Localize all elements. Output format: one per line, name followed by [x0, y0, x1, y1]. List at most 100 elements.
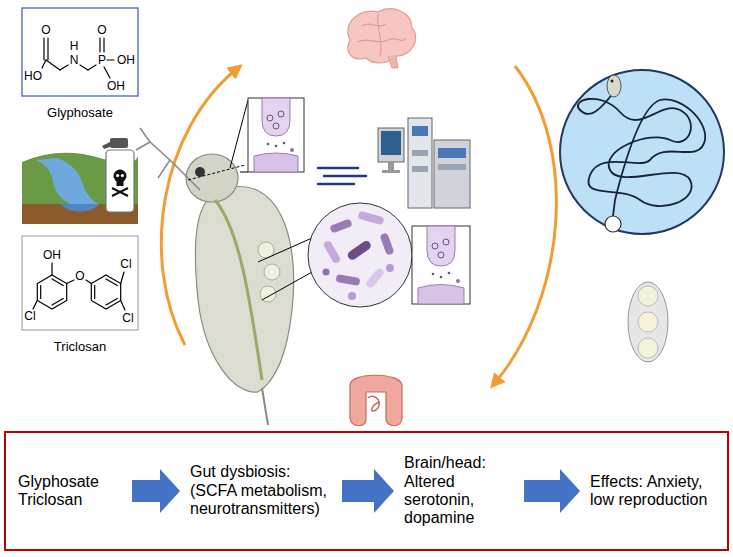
triclosan-structure [40, 286, 41, 299]
block-arrow [132, 469, 180, 513]
flow-step: Brain/head: Altered serotonin, dopamine [400, 452, 518, 530]
microbiome-inset [379, 232, 394, 255]
microbiome-inset [365, 267, 385, 289]
synapse-inset [267, 143, 270, 146]
brain-icon [348, 9, 416, 68]
triclosan-structure [51, 263, 52, 275]
triclosan-structure [94, 286, 95, 299]
river-scene [22, 128, 138, 226]
synapse-inset [438, 252, 444, 258]
synapse-inset [448, 272, 451, 275]
flow-step: Glyphosate Triclosan [14, 471, 126, 512]
atom-label: O [97, 24, 106, 36]
microbiome-inset [262, 272, 312, 300]
glyphosate-structure [88, 65, 96, 70]
lab-instrument [438, 164, 466, 170]
block-arrow [524, 469, 580, 513]
sequence-reads [318, 167, 358, 170]
step-text: Gut dysbiosis: (SCFA metabolism, neurotr… [190, 463, 332, 518]
swimming-arena [560, 70, 724, 234]
synapse-inset [275, 145, 278, 148]
brain-icon [348, 9, 416, 63]
spray-bottle [112, 188, 128, 196]
brain-icon [388, 56, 398, 68]
synapse-inset [290, 148, 294, 152]
flow-step: Gut dysbiosis: (SCFA metabolism, neurotr… [186, 461, 336, 520]
brood-pouch [638, 338, 658, 358]
atom-label: O [41, 24, 50, 36]
spray-bottle [117, 181, 124, 186]
atom-label: OH [107, 80, 125, 92]
lab-instrument [412, 166, 428, 172]
spray-bottle [121, 174, 124, 177]
triclosan-structure [52, 299, 63, 306]
microbiome-inset [323, 240, 342, 265]
glyphosate-structure [107, 59, 114, 60]
step-text: Glyphosate Triclosan [18, 473, 122, 510]
spray-bottle [114, 170, 127, 183]
synapse-inset [412, 226, 470, 304]
daphnia-figure [136, 128, 294, 425]
swimming-arena [560, 70, 724, 234]
daphnia-figure [188, 165, 245, 180]
glyphosate-structure [43, 38, 44, 60]
glyphosate-structure [42, 60, 46, 68]
synapse-inset [254, 153, 298, 172]
daphnia-figure [262, 388, 268, 425]
microbiome-inset [258, 203, 412, 307]
atom-label: Cl [24, 310, 35, 322]
lab-instrument [412, 126, 428, 136]
river-scene [60, 204, 100, 212]
triclosan-structure [22, 236, 138, 330]
microbiome-inset [357, 211, 384, 225]
brood-pouch [628, 282, 668, 362]
glyphosate-structure [80, 65, 88, 70]
synapse-inset [273, 123, 279, 129]
gut-icon [368, 396, 380, 411]
lab-instrument [408, 118, 432, 208]
microbiome-inset [335, 274, 360, 286]
synapse-inset [262, 98, 290, 136]
brain-icon [358, 14, 406, 56]
lab-instrument [382, 170, 400, 173]
triclosan-structure [33, 263, 125, 310]
atom-label: H [70, 40, 79, 52]
sequence-reads [318, 183, 354, 186]
atom-label: P [98, 54, 106, 66]
atom-label: HO [24, 70, 42, 82]
synapse-inset [230, 100, 248, 168]
daphnia-figure [215, 200, 262, 380]
synapse-inset [283, 142, 286, 145]
glyphosate-structure [47, 38, 48, 60]
triclosan-structure [121, 272, 124, 284]
glyphosate-structure [46, 60, 60, 70]
triclosan-structure [22, 236, 138, 330]
microbiome-inset [258, 238, 312, 262]
summary-band [5, 432, 728, 550]
spray-bottle [106, 150, 134, 212]
triclosan-structure [67, 280, 74, 284]
glyphosate-structure [22, 8, 138, 96]
microbiome-inset [323, 269, 330, 276]
step-text: Effects: Anxiety, low reproduction [590, 473, 714, 510]
block-arrow [342, 469, 394, 513]
glyphosate-structure [22, 8, 138, 96]
microbiome-inset [348, 292, 356, 300]
glyphosate-structure [104, 67, 110, 78]
spray-bottle [102, 142, 110, 149]
glyphosate-structure [99, 38, 100, 52]
triclosan-structure [106, 279, 117, 286]
spray-bottle [102, 138, 134, 212]
daphnia-figure [136, 128, 200, 190]
lab-instrument [381, 131, 401, 155]
spray-bottle [112, 188, 128, 196]
triclosan-structure [106, 299, 117, 306]
lab-instrument [438, 148, 466, 158]
swimming-arena [578, 92, 705, 216]
brood-pouch [638, 312, 658, 332]
microbiome-inset [386, 264, 394, 272]
gut-icon [350, 375, 402, 426]
synapse-inset [267, 115, 273, 121]
synapse-inset [418, 285, 464, 305]
